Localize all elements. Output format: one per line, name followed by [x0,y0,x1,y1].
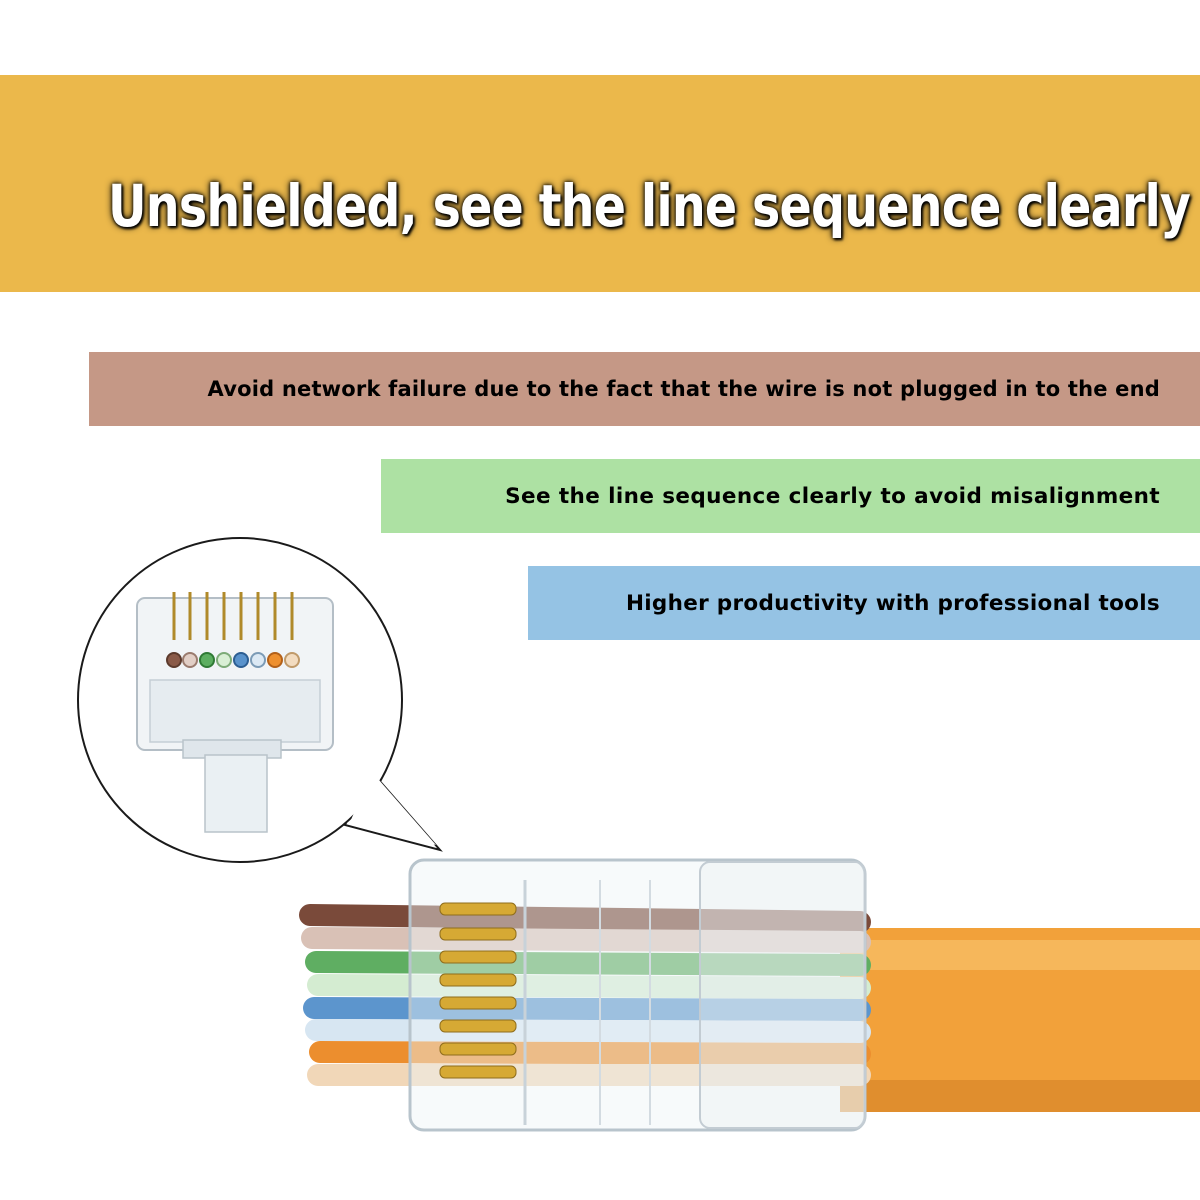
headline: Unshielded, see the line sequence clearl… [108,172,1191,240]
wire-ends [166,652,300,668]
feature-bar-2: See the line sequence clearly to avoid m… [381,459,1200,533]
plug-front-view [136,592,334,833]
zoom-bubble [77,537,443,863]
rj45-plug [408,858,867,1132]
header-band [0,75,1200,292]
feature-bar-1: Avoid network failure due to the fact th… [89,352,1200,426]
gold-contacts [439,902,517,1079]
cable-and-plug [299,858,1200,1132]
connector-photo [77,537,1200,1132]
pins [172,592,294,640]
feature-bar-3: Higher productivity with professional to… [528,566,1200,640]
